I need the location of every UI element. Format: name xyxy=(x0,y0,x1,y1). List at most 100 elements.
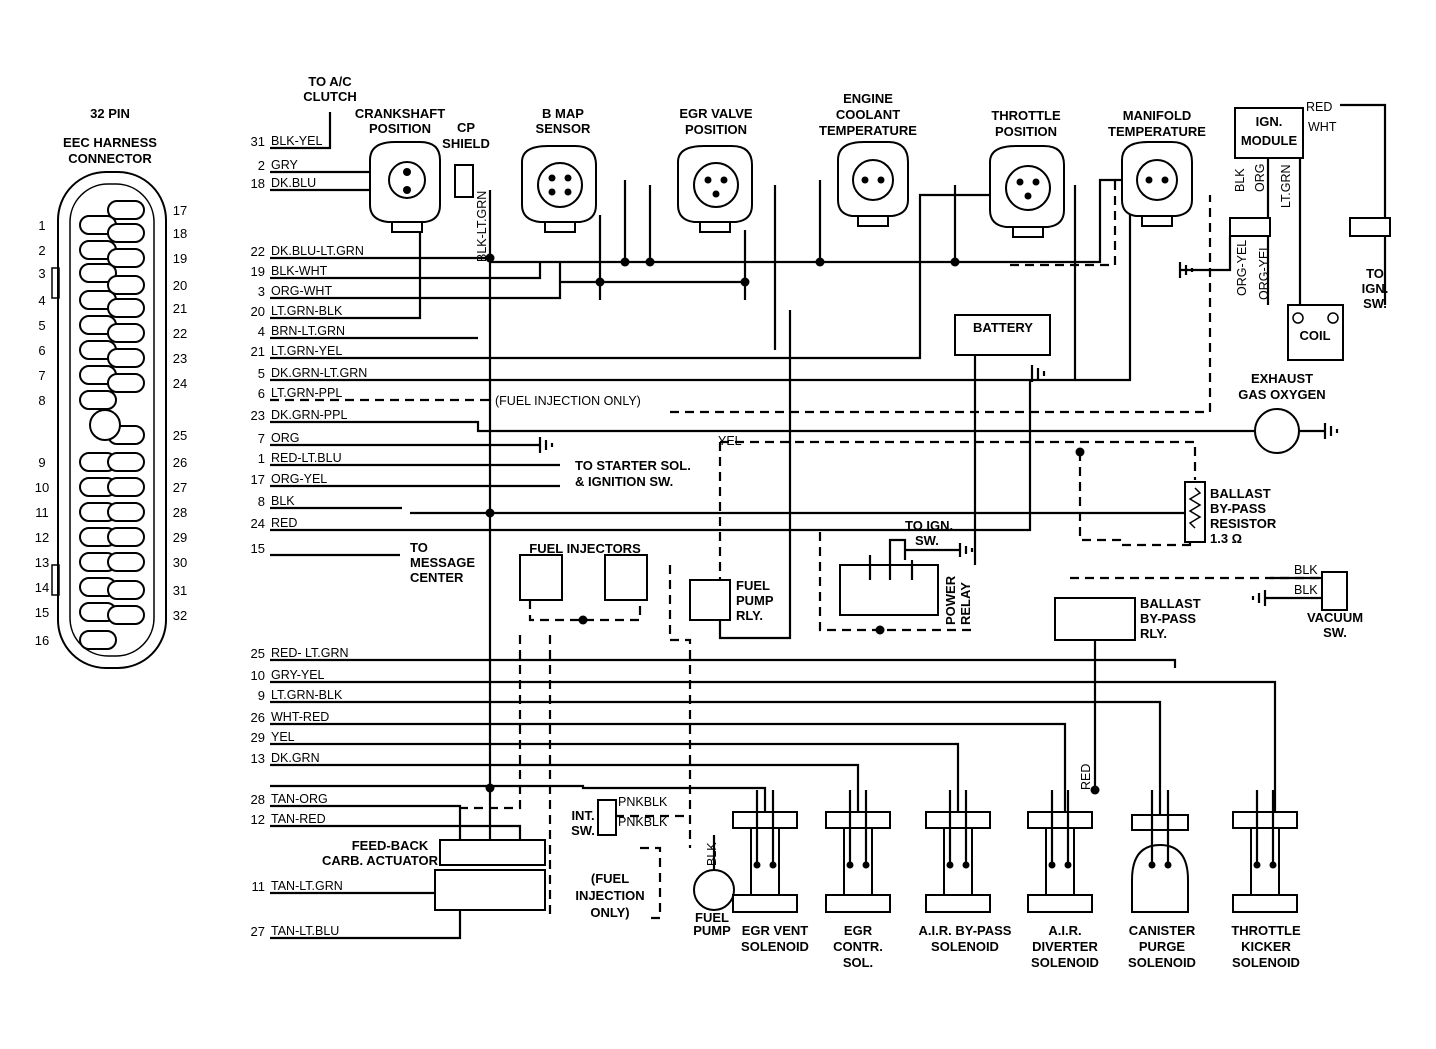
label-air-bypass-sol: SOLENOID xyxy=(931,939,999,954)
ballast-bypass-relay xyxy=(1054,597,1136,641)
pin-number: 27 xyxy=(173,480,187,495)
pin-number: 13 xyxy=(35,555,49,570)
ground-ign xyxy=(1180,236,1232,272)
label-fuel-pump-1: FUEL xyxy=(695,910,729,925)
wire-color-label: DK.GRN-LT.GRN xyxy=(271,366,367,380)
label-only: ONLY) xyxy=(590,905,629,920)
wire-pin-number: 11 xyxy=(252,879,266,894)
wire-color-label: TAN-RED xyxy=(271,812,326,826)
label-manifold-temp: TEMPERATURE xyxy=(1108,124,1206,139)
wire-pin-number: 15 xyxy=(251,541,265,556)
pin-number: 9 xyxy=(38,455,45,470)
pin-number: 24 xyxy=(173,376,187,391)
pin-number: 1 xyxy=(38,218,45,233)
wire-color-label: BLK-YEL xyxy=(271,134,322,148)
pin-number: 17 xyxy=(173,203,187,218)
label-orgyel-2: ORG-YEL xyxy=(1257,244,1271,300)
wire-pin-number: 24 xyxy=(251,516,265,531)
wire-color-label: ORG xyxy=(271,431,299,445)
wire-pin-number: 18 xyxy=(251,176,265,191)
solenoid-body xyxy=(1131,790,1189,913)
label-sw: SW. xyxy=(1363,296,1387,311)
label-int: INT. xyxy=(571,808,594,823)
wire-pin-number: 23 xyxy=(251,408,265,423)
solenoids xyxy=(732,790,1298,913)
wire-color-label: BRN-LT.GRN xyxy=(271,324,345,338)
pin-number: 26 xyxy=(173,455,187,470)
wire-pin-number: 26 xyxy=(251,710,265,725)
connector-contact xyxy=(107,527,145,547)
label-rly: RLY. xyxy=(736,608,763,623)
label-to-msg: TO xyxy=(410,540,428,555)
label-canister: CANISTER xyxy=(1129,923,1196,938)
connector-contact xyxy=(107,552,145,572)
connector-contact xyxy=(107,275,145,295)
pin-number: 21 xyxy=(173,301,187,316)
wire-color-label: LT.GRN-PPL xyxy=(271,386,342,400)
pin-number: 3 xyxy=(38,266,45,281)
wire-pin-number: 21 xyxy=(251,344,265,359)
pin-number: 14 xyxy=(35,580,49,595)
label-contr: CONTR. xyxy=(833,939,883,954)
label-fuel-injectors: FUEL INJECTORS xyxy=(529,541,641,556)
label-sensor: SENSOR xyxy=(536,121,592,136)
component-labels: TO A/C CLUTCH CRANKSHAFT POSITION CP SHI… xyxy=(303,74,1388,938)
label-throttle-position: POSITION xyxy=(995,124,1057,139)
fuel-injector-1 xyxy=(519,554,563,601)
label-fuel: FUEL xyxy=(736,578,770,593)
label-clutch: CLUTCH xyxy=(303,89,356,104)
wire-color-label: YEL xyxy=(271,730,295,744)
solenoid-body xyxy=(732,790,798,913)
pin-number: 30 xyxy=(173,555,187,570)
wire-color-label: DK.GRN-PPL xyxy=(271,408,347,422)
wire-pin-number: 20 xyxy=(251,304,265,319)
connector-contact xyxy=(107,348,145,368)
label-ltgrn-vertical: LT.GRN xyxy=(1279,164,1293,208)
label-message: MESSAGE xyxy=(410,555,475,570)
label-crank-position: POSITION xyxy=(369,121,431,136)
label-purge: PURGE xyxy=(1139,939,1186,954)
connector-contact xyxy=(107,200,145,220)
label-egr-vent: EGR VENT xyxy=(742,923,809,938)
fuel-pump xyxy=(693,835,735,911)
connector-title-1: 32 PIN xyxy=(90,106,130,121)
junction-dots xyxy=(485,253,1100,795)
wire-color-label: DK.BLU-LT.GRN xyxy=(271,244,364,258)
wire-pin-number: 31 xyxy=(251,134,265,149)
label-to-ac: TO A/C xyxy=(308,74,352,89)
connector-title-2: EEC HARNESS xyxy=(63,135,157,150)
wire-pin-number: 1 xyxy=(258,451,265,466)
connector-contact xyxy=(107,323,145,343)
connector-contact xyxy=(107,298,145,318)
throttle-position-sensor xyxy=(989,145,1065,238)
label-red: RED xyxy=(1306,100,1332,114)
wire-pin-number: 8 xyxy=(258,494,265,509)
wire-color-label: RED xyxy=(271,516,297,530)
label-to: TO xyxy=(1366,266,1384,281)
battery xyxy=(954,314,1051,356)
label-throttle: THROTTLE xyxy=(991,108,1061,123)
ignition-coil xyxy=(1287,304,1344,361)
wire-color-label: BLK xyxy=(271,494,295,508)
label-air: A.I.R. xyxy=(1048,923,1081,938)
wire-color-label: RED-LT.BLU xyxy=(271,451,342,465)
fuel-injector-2 xyxy=(604,554,648,601)
label-orgyel-1: ORG-YEL xyxy=(1235,240,1249,296)
label-coolant: COOLANT xyxy=(836,107,900,122)
wire-color-label: LT.GRN-BLK xyxy=(271,688,343,702)
wire-pin-number: 4 xyxy=(258,324,265,339)
connector-pin-numbers: 1234567891011121314151617181920212223242… xyxy=(35,203,187,648)
label-vacuum: VACUUM xyxy=(1307,610,1363,625)
label-resistor: RESISTOR xyxy=(1210,516,1277,531)
label-fuel-pump-2: PUMP xyxy=(693,923,731,938)
solenoid-labels: EGR VENT SOLENOID EGR CONTR. SOL. A.I.R.… xyxy=(741,923,1301,970)
label-int-sw: SW. xyxy=(571,823,595,838)
wire-pin-number: 2 xyxy=(258,158,265,173)
label-module: MODULE xyxy=(1241,133,1298,148)
label-temperature: TEMPERATURE xyxy=(819,123,917,138)
map-sensor xyxy=(521,145,597,233)
label-pnkblk-1: PNKBLK xyxy=(618,795,668,809)
label-starter-sol: TO STARTER SOL. xyxy=(575,458,691,473)
